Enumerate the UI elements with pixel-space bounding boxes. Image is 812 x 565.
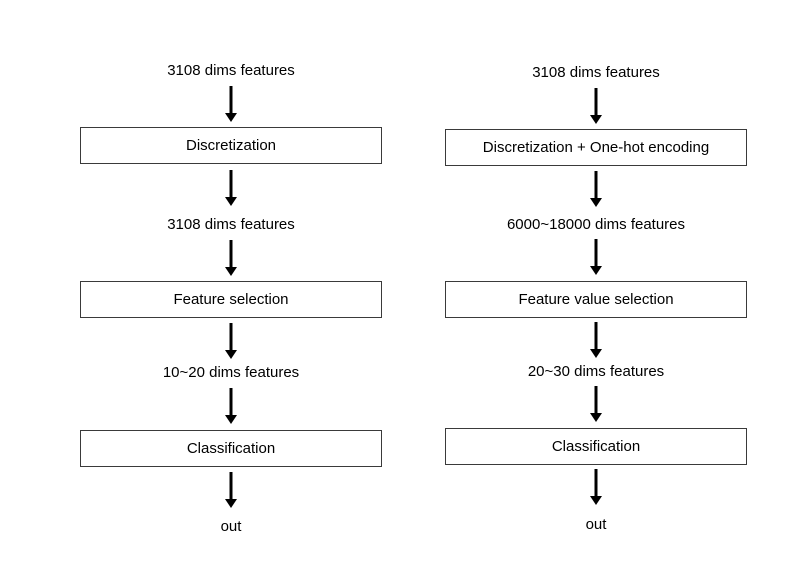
down-arrow-icon xyxy=(224,86,238,122)
down-arrow-icon xyxy=(224,472,238,508)
right-pipeline: 3108 dims features Discretization + One-… xyxy=(445,0,747,565)
discretization-onehot-box: Discretization + One-hot encoding xyxy=(445,129,747,166)
output-label: out xyxy=(220,518,242,535)
classification-box: Classification xyxy=(80,430,382,467)
feature-value-selection-box: Feature value selection xyxy=(445,281,747,318)
down-arrow-icon xyxy=(589,322,603,358)
down-arrow-icon xyxy=(224,388,238,424)
down-arrow-icon xyxy=(589,171,603,207)
discretized-features-label: 3108 dims features xyxy=(167,216,295,233)
feature-selection-box: Feature selection xyxy=(80,281,382,318)
encoded-features-label: 6000~18000 dims features xyxy=(506,216,686,233)
input-features-label: 3108 dims features xyxy=(532,64,660,81)
output-label: out xyxy=(585,516,607,533)
down-arrow-icon xyxy=(589,386,603,422)
down-arrow-icon xyxy=(224,170,238,206)
input-features-label: 3108 dims features xyxy=(167,62,295,79)
discretization-box: Discretization xyxy=(80,127,382,164)
down-arrow-icon xyxy=(589,239,603,275)
down-arrow-icon xyxy=(224,323,238,359)
down-arrow-icon xyxy=(589,88,603,124)
left-pipeline: 3108 dims features Discretization 3108 d… xyxy=(80,0,382,565)
down-arrow-icon xyxy=(589,469,603,505)
selected-features-label: 20~30 dims features xyxy=(527,363,665,380)
down-arrow-icon xyxy=(224,240,238,276)
selected-features-label: 10~20 dims features xyxy=(162,364,300,381)
classification-box: Classification xyxy=(445,428,747,465)
